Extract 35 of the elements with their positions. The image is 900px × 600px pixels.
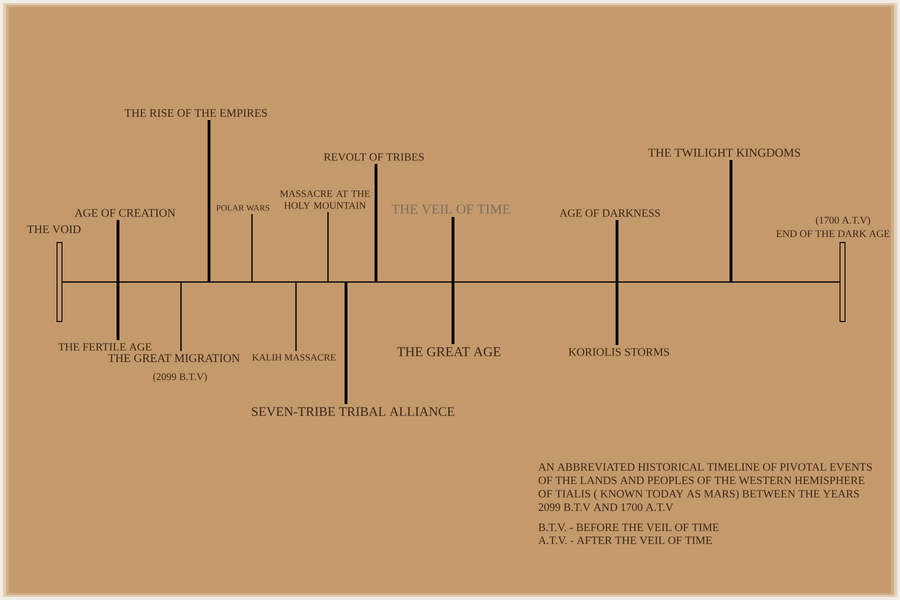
event-label: THE RISE OF THE EMPIRES — [124, 109, 267, 117]
tick-line — [295, 282, 297, 351]
event-label: THE VOID — [27, 225, 81, 234]
tick-line — [251, 214, 253, 282]
tick-line — [616, 220, 618, 345]
event-label: POLAR WARS — [216, 205, 270, 211]
event-label: END OF THE DARK AGE — [776, 230, 890, 238]
tick-line — [180, 282, 182, 351]
tick-line — [208, 120, 210, 282]
note-text: B.T.V. - BEFORE THE VEIL OF TIME — [538, 524, 719, 532]
date-label: (2099 B.T.V) — [153, 372, 207, 382]
event-label: SEVEN-TRIBE TRIBAL ALLIANCE — [252, 407, 454, 416]
event-label: THE FERTILE AGE — [58, 343, 152, 351]
timeline-end-bar — [56, 242, 62, 322]
note-text: AN ABBREVIATED HISTORICAL TIMELINE OF PIVOTAL EVENTS OF THE LANDS AND PEOPLES OF THE WESTERN HEMISPHERE OF TIALIS ( KNOWN TODAY AS MARS) BETWEEN THE YEARS 2099 B.T.V AND 1700 A.T.V — [538, 463, 872, 511]
timeline-axis — [62, 281, 840, 283]
tick-line — [116, 220, 120, 340]
tick-line — [327, 212, 329, 282]
tick-line — [730, 160, 732, 282]
event-label: THE TWILIGHT KINGDOMS — [648, 148, 800, 157]
event-label: AGE OF CREATION — [74, 209, 176, 217]
event-label: MASSACRE AT THE HOLY MOUNTAIN — [280, 190, 370, 209]
event-label: KALIH MASSACRE — [252, 354, 336, 361]
event-label: REVOLT OF TRIBES — [324, 153, 424, 161]
note-text: A.T.V. - AFTER THE VEIL OF TIME — [538, 536, 712, 544]
event-label: THE GREAT AGE — [397, 347, 500, 356]
event-label: AGE OF DARKNESS — [560, 209, 660, 217]
date-label: (1700 A.T.V) — [816, 216, 870, 226]
event-label: THE GREAT MIGRATION — [108, 354, 240, 362]
tick-line — [344, 282, 348, 404]
timeline-end-bar — [840, 242, 846, 322]
tick-line — [452, 217, 454, 344]
event-label: KORIOLIS STORMS — [568, 348, 670, 356]
tick-line — [374, 164, 378, 282]
event-label: THE VEIL OF TIME — [392, 204, 510, 214]
